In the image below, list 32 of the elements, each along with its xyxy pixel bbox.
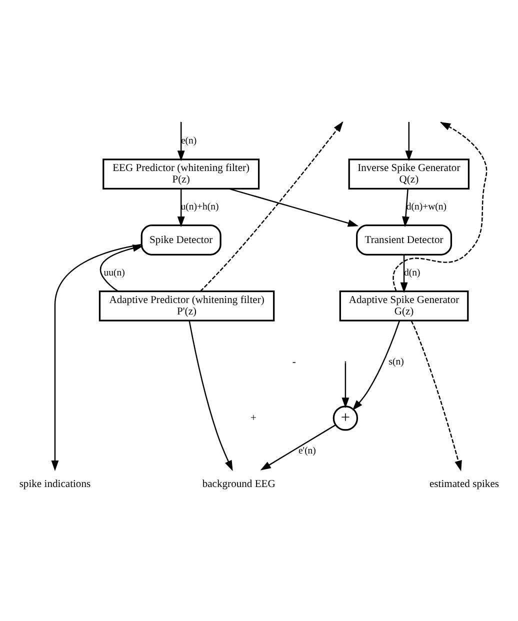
node-box: EEG Predictor (whitening filter) P(z) [102,158,260,190]
node-text: estimated spikes [429,478,500,490]
edge-label: u(n)+h(n) [180,202,219,213]
node-box: Adaptive Predictor (whitening filter) P'(z) [98,290,275,322]
node-box: Transient Detector [356,224,452,256]
node-text: background EEG [202,478,276,490]
arrow [260,424,336,470]
arrow [405,122,413,162]
arrow [410,320,462,472]
node-circle: + [332,406,358,431]
node-text: spike indications [19,478,91,490]
arrow [51,244,142,472]
edge-label: e(n) [180,136,197,147]
arrow [177,188,185,228]
label: - [292,356,296,368]
arrow [342,362,350,408]
arrow [400,254,408,294]
arrow [177,122,185,162]
node-box: Adaptive Spike Generator G(z) [339,290,469,322]
arrow [188,320,233,472]
edge-label: e'(n) [298,446,316,457]
edge-label: d(n) [404,267,420,278]
edge-label: s(n) [388,356,404,368]
edge-label: d(n)+w(n) [406,202,446,213]
arrow [402,188,410,228]
node-box: Inverse Spike Generator Q(z) [348,158,470,190]
arrow [352,320,400,411]
edge-label: uu(n) [104,267,125,278]
arrow [100,244,144,292]
arrow [229,188,359,227]
node-box: Spike Detector [140,224,222,256]
label: + [250,412,256,424]
